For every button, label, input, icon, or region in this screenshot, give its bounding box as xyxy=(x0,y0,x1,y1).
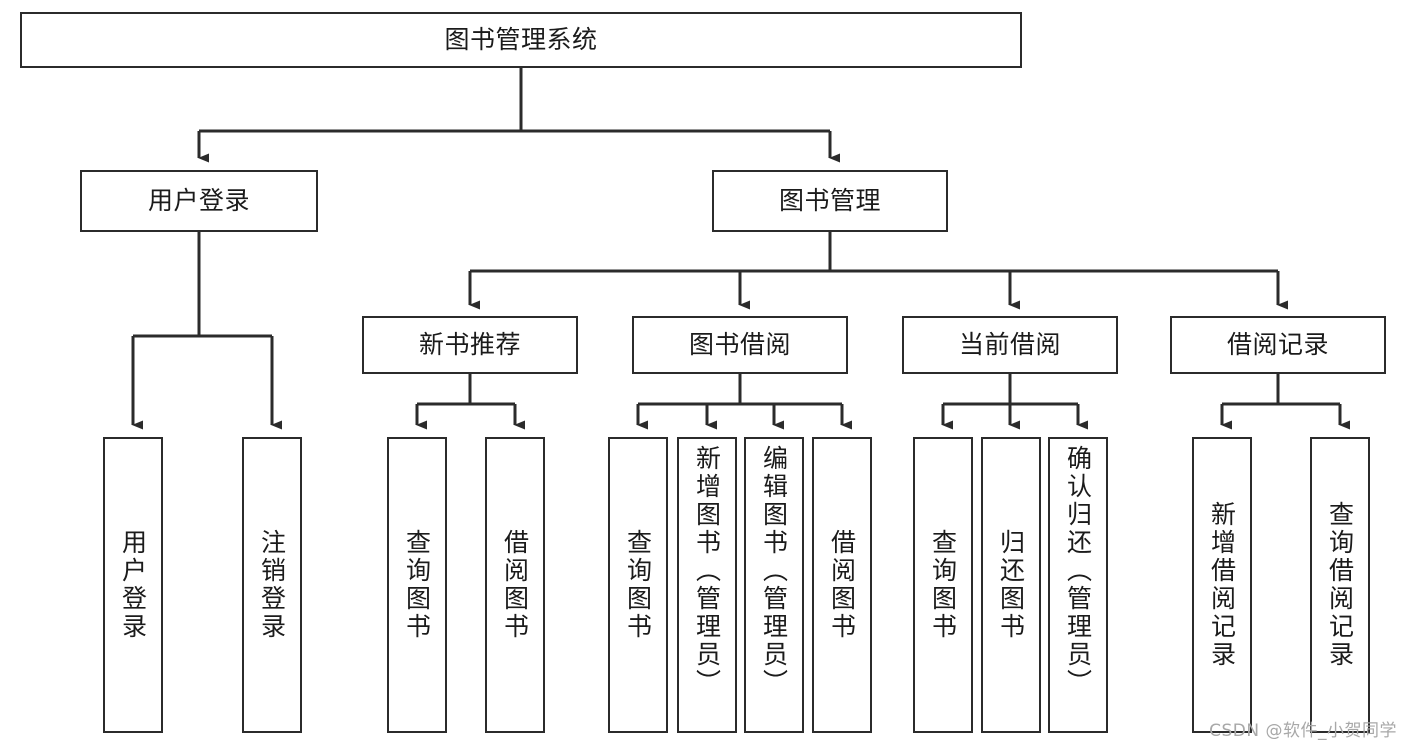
node-label: 查询图书 xyxy=(402,529,432,641)
leaf-new-book-query-book[interactable]: 查询图书 xyxy=(387,437,447,733)
node-label: 查询借阅记录 xyxy=(1325,501,1355,669)
node-label: 用户登录 xyxy=(147,186,250,216)
node-label: 注销登录 xyxy=(257,529,287,641)
node-label: 编辑图书（管理员） xyxy=(759,445,789,697)
leaf-record-add-borrow-record[interactable]: 新增借阅记录 xyxy=(1192,437,1252,733)
leaf-borrow-borrow-book[interactable]: 借阅图书 xyxy=(812,437,872,733)
leaf-borrow-query-book[interactable]: 查询图书 xyxy=(608,437,668,733)
node-label: 查询图书 xyxy=(928,529,958,641)
node-label: 新书推荐 xyxy=(418,330,521,360)
node-label: 借阅记录 xyxy=(1226,330,1329,360)
csdn-watermark: CSDN @软件_小贺同学 xyxy=(1209,721,1397,741)
node-current-borrow[interactable]: 当前借阅 xyxy=(902,316,1118,374)
node-label: 归还图书 xyxy=(996,529,1026,641)
node-label: 图书管理系统 xyxy=(444,25,598,55)
node-label: 借阅图书 xyxy=(500,529,530,641)
node-borrow-record[interactable]: 借阅记录 xyxy=(1170,316,1386,374)
leaf-borrow-add-book-admin[interactable]: 新增图书（管理员） xyxy=(677,437,737,733)
node-label: 确认归还（管理员） xyxy=(1063,445,1093,697)
node-label: 借阅图书 xyxy=(827,529,857,641)
leaf-current-return-book[interactable]: 归还图书 xyxy=(981,437,1041,733)
node-label: 当前借阅 xyxy=(958,330,1061,360)
node-book-management[interactable]: 图书管理 xyxy=(712,170,948,232)
leaf-new-book-borrow-book[interactable]: 借阅图书 xyxy=(485,437,545,733)
node-label: 图书借阅 xyxy=(688,330,791,360)
node-root-book-management-system[interactable]: 图书管理系统 xyxy=(20,12,1022,68)
leaf-borrow-edit-book-admin[interactable]: 编辑图书（管理员） xyxy=(744,437,804,733)
node-label: 新增图书（管理员） xyxy=(692,445,722,697)
leaf-user-login-logout[interactable]: 注销登录 xyxy=(242,437,302,733)
leaf-user-login-login[interactable]: 用户登录 xyxy=(103,437,163,733)
node-new-book-recommend[interactable]: 新书推荐 xyxy=(362,316,578,374)
node-book-borrow[interactable]: 图书借阅 xyxy=(632,316,848,374)
node-user-login[interactable]: 用户登录 xyxy=(80,170,318,232)
node-label: 用户登录 xyxy=(118,529,148,641)
node-label: 新增借阅记录 xyxy=(1207,501,1237,669)
leaf-record-query-borrow-record[interactable]: 查询借阅记录 xyxy=(1310,437,1370,733)
node-label: 查询图书 xyxy=(623,529,653,641)
node-label: 图书管理 xyxy=(778,186,881,216)
leaf-current-confirm-return-admin[interactable]: 确认归还（管理员） xyxy=(1048,437,1108,733)
leaf-current-query-book[interactable]: 查询图书 xyxy=(913,437,973,733)
